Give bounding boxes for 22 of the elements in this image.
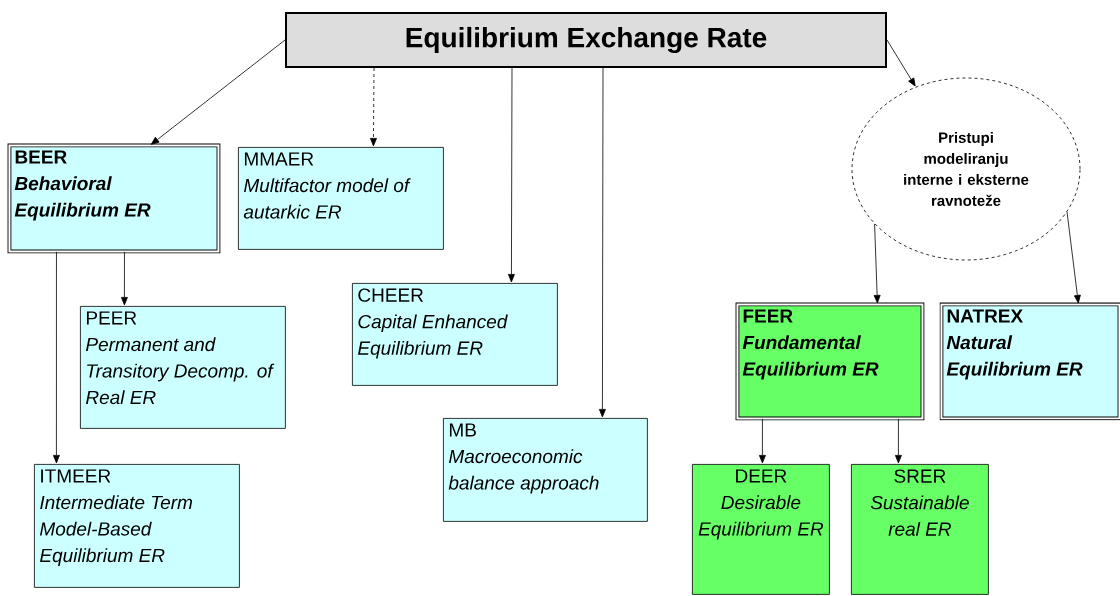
method-box: MMAER Multifactor model of autarkic ER bbox=[238, 147, 444, 250]
arrow bbox=[508, 67, 515, 283]
method-box: SRER Sustainable real ER bbox=[851, 464, 989, 595]
arrow bbox=[895, 418, 902, 464]
arrow bbox=[121, 251, 128, 306]
arrow bbox=[599, 67, 606, 418]
arrow bbox=[873, 223, 881, 304]
arrow bbox=[53, 251, 60, 464]
arrow bbox=[150, 39, 286, 145]
method-box: MB Macroeconomic balance approach bbox=[443, 418, 648, 522]
method-box: NATREX Natural Equilibrium ER bbox=[939, 302, 1120, 421]
method-box: DEER Desirable Equilibrium ER bbox=[692, 464, 830, 595]
method-box: CHEER Capital Enhanced Equilibrium ER bbox=[352, 283, 558, 386]
arrow bbox=[759, 418, 766, 464]
method-box: ITMEER Intermediate Term Model-Based Equilibrium ER bbox=[34, 464, 240, 588]
title-box: Equilibrium Exchange Rate bbox=[285, 12, 887, 68]
method-box: FEER Fundamental Equilibrium ER bbox=[735, 302, 925, 421]
method-box: BEER Behavioral Equilibrium ER bbox=[7, 143, 221, 254]
arrow bbox=[1066, 211, 1081, 304]
arrow bbox=[370, 67, 377, 147]
method-box: PEER Permanent and Transitory Decomp. of Real ER bbox=[80, 306, 286, 429]
arrow bbox=[886, 39, 916, 87]
